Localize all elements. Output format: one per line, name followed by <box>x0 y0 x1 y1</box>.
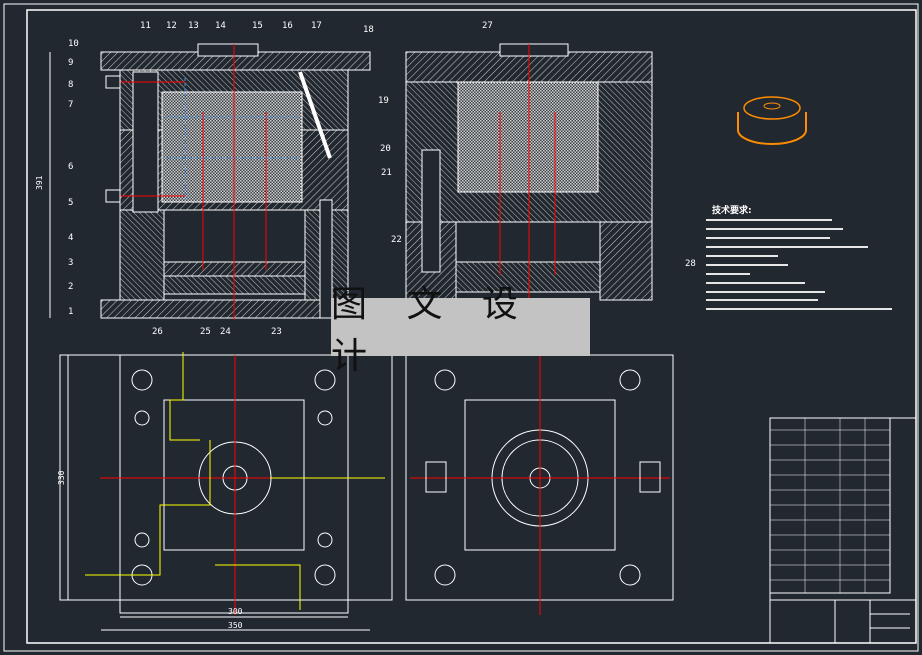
balloon-label: 1 <box>68 307 73 317</box>
inner-frame <box>26 9 917 644</box>
bottom-plan-view-left <box>59 352 393 615</box>
balloon-label: 13 <box>188 21 199 31</box>
balloons-right-view: 27 28 <box>482 21 696 269</box>
balloon-label: 26 <box>152 327 163 337</box>
balloon-label: 27 <box>482 21 493 31</box>
balloon-label: 17 <box>311 21 322 31</box>
balloon-label: 11 <box>140 21 151 31</box>
balloon-label: 10 <box>68 39 79 49</box>
dim-outer-width: 350 <box>228 621 243 630</box>
technical-requirements-title: 技术要求: <box>712 206 752 216</box>
side-section-view <box>405 43 653 301</box>
part-3d-view <box>737 96 807 145</box>
balloons-top: 11 12 13 14 15 16 17 18 <box>140 21 374 35</box>
balloon-label: 5 <box>68 198 73 208</box>
balloon-label: 12 <box>166 21 177 31</box>
balloon-label: 15 <box>252 21 263 31</box>
balloon-label: 3 <box>68 258 73 268</box>
watermark: 图 文 设 计 <box>331 284 590 377</box>
dimension-lines <box>49 52 370 631</box>
title-block <box>769 417 917 644</box>
balloon-label: 16 <box>282 21 293 31</box>
balloons-right: 19 20 21 22 <box>378 96 402 245</box>
dim-plan-height: 330 <box>57 470 66 485</box>
balloon-label: 20 <box>380 144 391 154</box>
balloon-label: 18 <box>363 25 374 35</box>
balloon-label: 21 <box>381 168 392 178</box>
balloon-label: 23 <box>271 327 282 337</box>
balloon-label: 4 <box>68 233 73 243</box>
balloon-label: 9 <box>68 58 73 68</box>
balloon-label: 25 <box>200 327 211 337</box>
bottom-plan-view-right <box>405 354 674 615</box>
outer-frame <box>3 3 919 652</box>
dim-inner-width: 300 <box>228 607 243 616</box>
balloon-label: 2 <box>68 282 73 292</box>
balloons-bottom: 26 25 24 23 <box>152 327 282 337</box>
balloon-label: 8 <box>68 80 73 90</box>
technical-requirements-lines <box>706 219 892 310</box>
balloon-label: 6 <box>68 162 73 172</box>
watermark-text: 图 文 设 计 <box>331 284 532 377</box>
balloon-label: 7 <box>68 100 73 110</box>
balloons-left: 10 9 8 7 6 5 4 3 2 1 <box>68 39 79 317</box>
balloon-label: 19 <box>378 96 389 106</box>
balloon-label: 22 <box>391 235 402 245</box>
balloon-label: 28 <box>685 259 696 269</box>
balloon-label: 14 <box>215 21 226 31</box>
dim-height: 391 <box>35 175 44 190</box>
main-section-view <box>100 43 371 320</box>
balloon-label: 24 <box>220 327 231 337</box>
